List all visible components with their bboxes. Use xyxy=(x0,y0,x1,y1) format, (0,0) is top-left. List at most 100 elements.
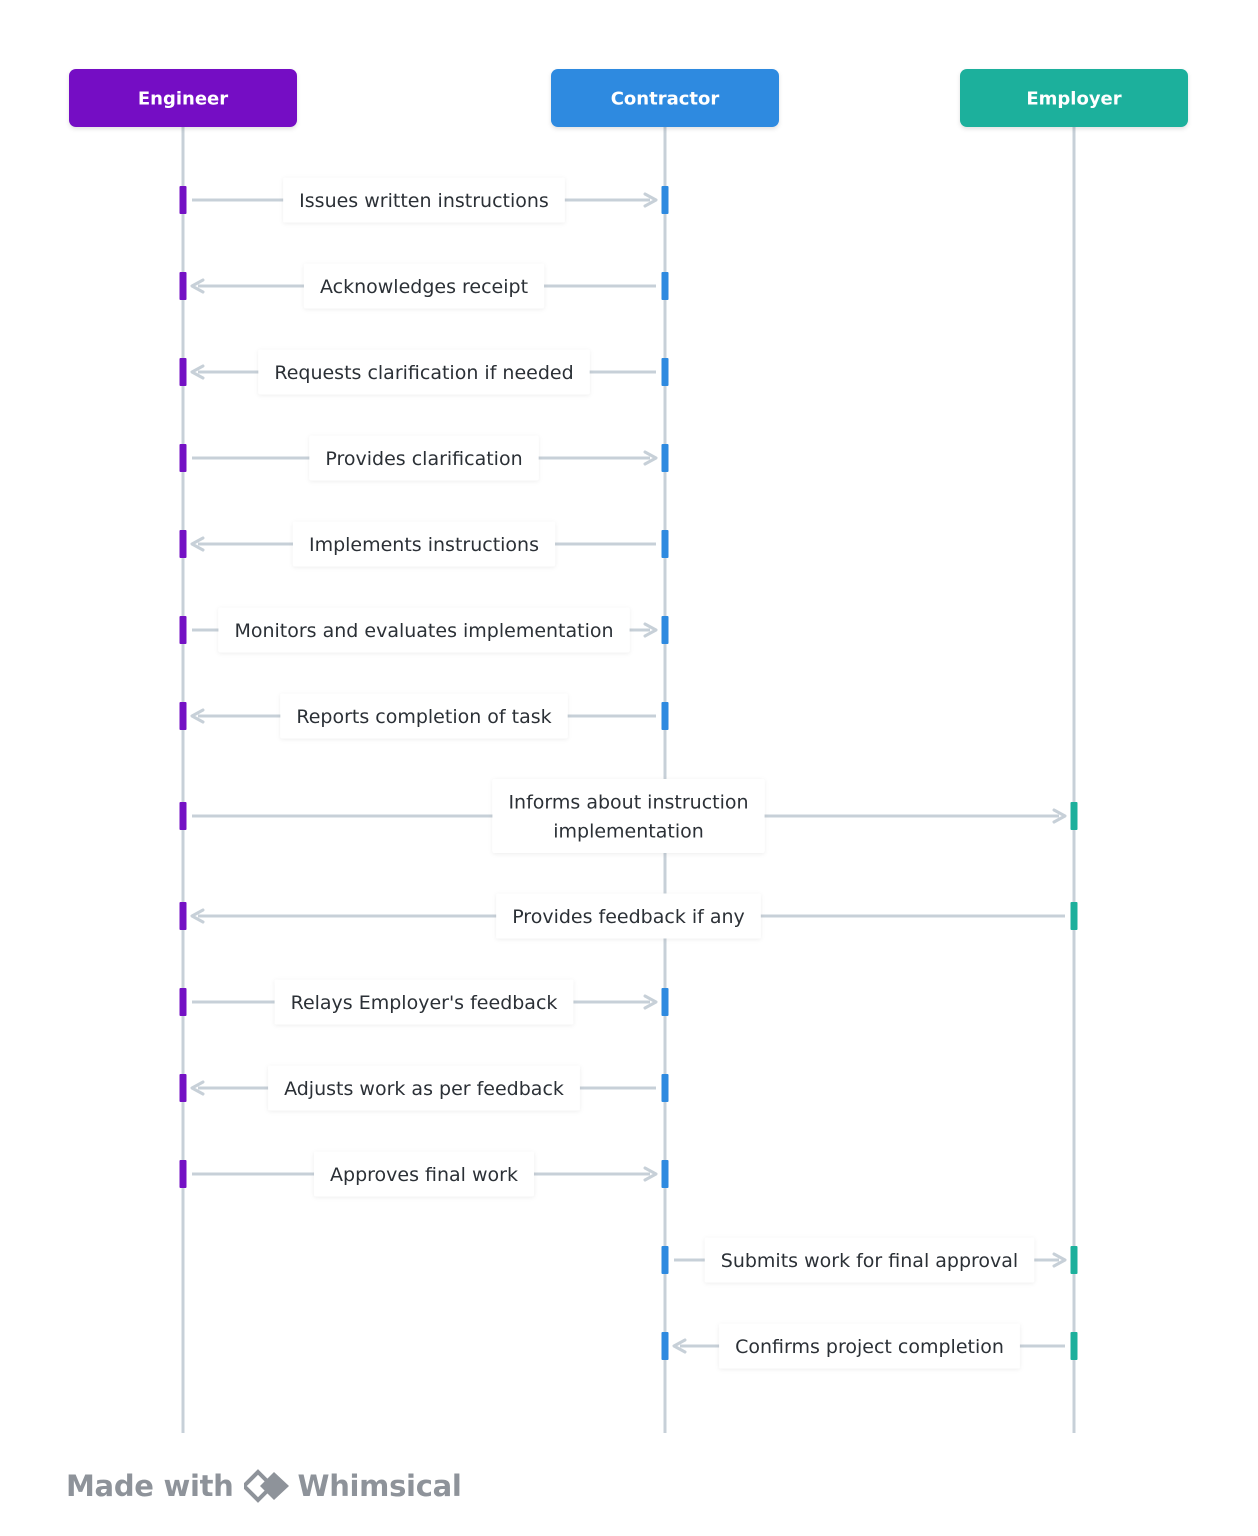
message-label: Provides feedback if any xyxy=(496,893,761,939)
activation-bar-receiver xyxy=(179,702,187,730)
message-9: Provides feedback if any xyxy=(179,893,1078,939)
arrowhead xyxy=(190,278,205,294)
message-13: Submits work for final approval xyxy=(661,1237,1078,1283)
message-label-background xyxy=(280,693,568,739)
message-label-background xyxy=(218,607,630,653)
message-text: Reports completion of task xyxy=(296,706,551,728)
message-5: Implements instructions xyxy=(179,521,669,567)
message-label-background xyxy=(496,893,761,939)
whimsical-brand-text: Whimsical xyxy=(297,1469,462,1503)
message-label-background xyxy=(309,435,539,481)
message-label-background xyxy=(314,1151,534,1197)
activation-bar-sender xyxy=(661,272,669,300)
message-label-background xyxy=(274,979,574,1025)
activation-bar-sender xyxy=(1070,1332,1078,1360)
message-2: Acknowledges receipt xyxy=(179,263,669,309)
message-label: Requests clarification if needed xyxy=(258,349,590,395)
actor-contractor[interactable]: Contractor xyxy=(551,69,779,127)
message-text: Confirms project completion xyxy=(735,1336,1004,1358)
activation-bar-receiver xyxy=(661,1160,669,1188)
message-text: Acknowledges receipt xyxy=(320,276,528,298)
message-12: Approves final work xyxy=(179,1151,669,1197)
message-text: Requests clarification if needed xyxy=(274,362,573,384)
arrowhead xyxy=(643,1166,658,1182)
message-label: Reports completion of task xyxy=(280,693,568,739)
message-label-background xyxy=(268,1065,580,1111)
activation-bar-sender xyxy=(179,616,187,644)
message-label-background xyxy=(303,263,545,309)
arrowhead xyxy=(190,1080,205,1096)
message-text: Informs about instruction xyxy=(508,792,748,814)
arrowhead xyxy=(643,622,658,638)
arrowhead xyxy=(190,536,205,552)
message-label: Acknowledges receipt xyxy=(303,263,545,309)
message-label: Relays Employer's feedback xyxy=(274,979,574,1025)
activation-bar-sender xyxy=(179,1160,187,1188)
activation-bar-receiver xyxy=(1070,802,1078,830)
activation-bar-sender xyxy=(179,444,187,472)
message-7: Reports completion of task xyxy=(179,693,669,739)
activation-bar-sender xyxy=(179,988,187,1016)
activation-bar-sender xyxy=(179,802,187,830)
messages: Issues written instructionsAcknowledges … xyxy=(179,177,1078,1369)
activation-bar-receiver xyxy=(179,272,187,300)
message-text: Provides feedback if any xyxy=(512,906,745,928)
message-11: Adjusts work as per feedback xyxy=(179,1065,669,1111)
actor-box-contractor xyxy=(551,69,779,127)
message-10: Relays Employer's feedback xyxy=(179,979,669,1025)
message-label: Implements instructions xyxy=(292,521,556,567)
activation-bar-receiver xyxy=(1070,1246,1078,1274)
message-3: Requests clarification if needed xyxy=(179,349,669,395)
actor-label-employer: Employer xyxy=(1026,89,1121,110)
arrowhead xyxy=(672,1338,687,1354)
message-text: Adjusts work as per feedback xyxy=(284,1078,564,1100)
message-8: Informs about instruction implementation xyxy=(179,779,1078,853)
actor-employer[interactable]: Employer xyxy=(960,69,1188,127)
message-label-background xyxy=(258,349,590,395)
message-text: Submits work for final approval xyxy=(721,1250,1018,1272)
actor-box-engineer xyxy=(69,69,297,127)
message-label: Issues written instructions xyxy=(283,177,565,223)
message-label: Confirms project completion xyxy=(719,1323,1020,1369)
message-14: Confirms project completion xyxy=(661,1323,1078,1369)
message-label: Approves final work xyxy=(314,1151,534,1197)
message-label: Monitors and evaluates implementation xyxy=(218,607,630,653)
activation-bar-receiver xyxy=(661,616,669,644)
activation-bar-receiver xyxy=(179,358,187,386)
arrowhead xyxy=(643,994,658,1010)
made-with-text: Made with xyxy=(66,1469,234,1503)
actor-label-engineer: Engineer xyxy=(138,89,228,110)
activation-bar-receiver xyxy=(661,988,669,1016)
message-label-background xyxy=(719,1323,1020,1369)
message-label: Submits work for final approval xyxy=(704,1237,1035,1283)
activation-bar-sender xyxy=(661,358,669,386)
activation-bar-receiver xyxy=(179,902,187,930)
activation-bar-receiver xyxy=(179,1074,187,1102)
activation-bar-sender xyxy=(661,1246,669,1274)
actor-engineer[interactable]: Engineer xyxy=(69,69,297,127)
whimsical-logo-icon xyxy=(243,1469,292,1503)
message-label-background xyxy=(704,1237,1035,1283)
activation-bar-sender xyxy=(179,186,187,214)
message-text: Issues written instructions xyxy=(299,190,549,212)
arrowhead xyxy=(1052,1252,1067,1268)
message-text: implementation xyxy=(553,821,704,843)
message-label-background xyxy=(292,521,556,567)
message-1: Issues written instructions xyxy=(179,177,669,223)
activation-bar-receiver xyxy=(661,186,669,214)
message-label: Adjusts work as per feedback xyxy=(268,1065,580,1111)
message-label-background xyxy=(283,177,565,223)
activation-bar-sender xyxy=(661,530,669,558)
message-label: Informs about instruction implementation xyxy=(492,779,765,853)
arrowhead xyxy=(643,450,658,466)
actors: Engineer Contractor Employer xyxy=(69,69,1188,127)
activation-bar-sender xyxy=(661,702,669,730)
arrowhead xyxy=(643,192,658,208)
message-label-background xyxy=(492,779,765,853)
made-with-whimsical-footer[interactable]: Made with Whimsical xyxy=(66,1464,462,1508)
message-text: Approves final work xyxy=(330,1164,518,1186)
message-4: Provides clarification xyxy=(179,435,669,481)
activation-bar-receiver xyxy=(661,444,669,472)
message-label: Provides clarification xyxy=(309,435,539,481)
activation-bar-sender xyxy=(661,1074,669,1102)
